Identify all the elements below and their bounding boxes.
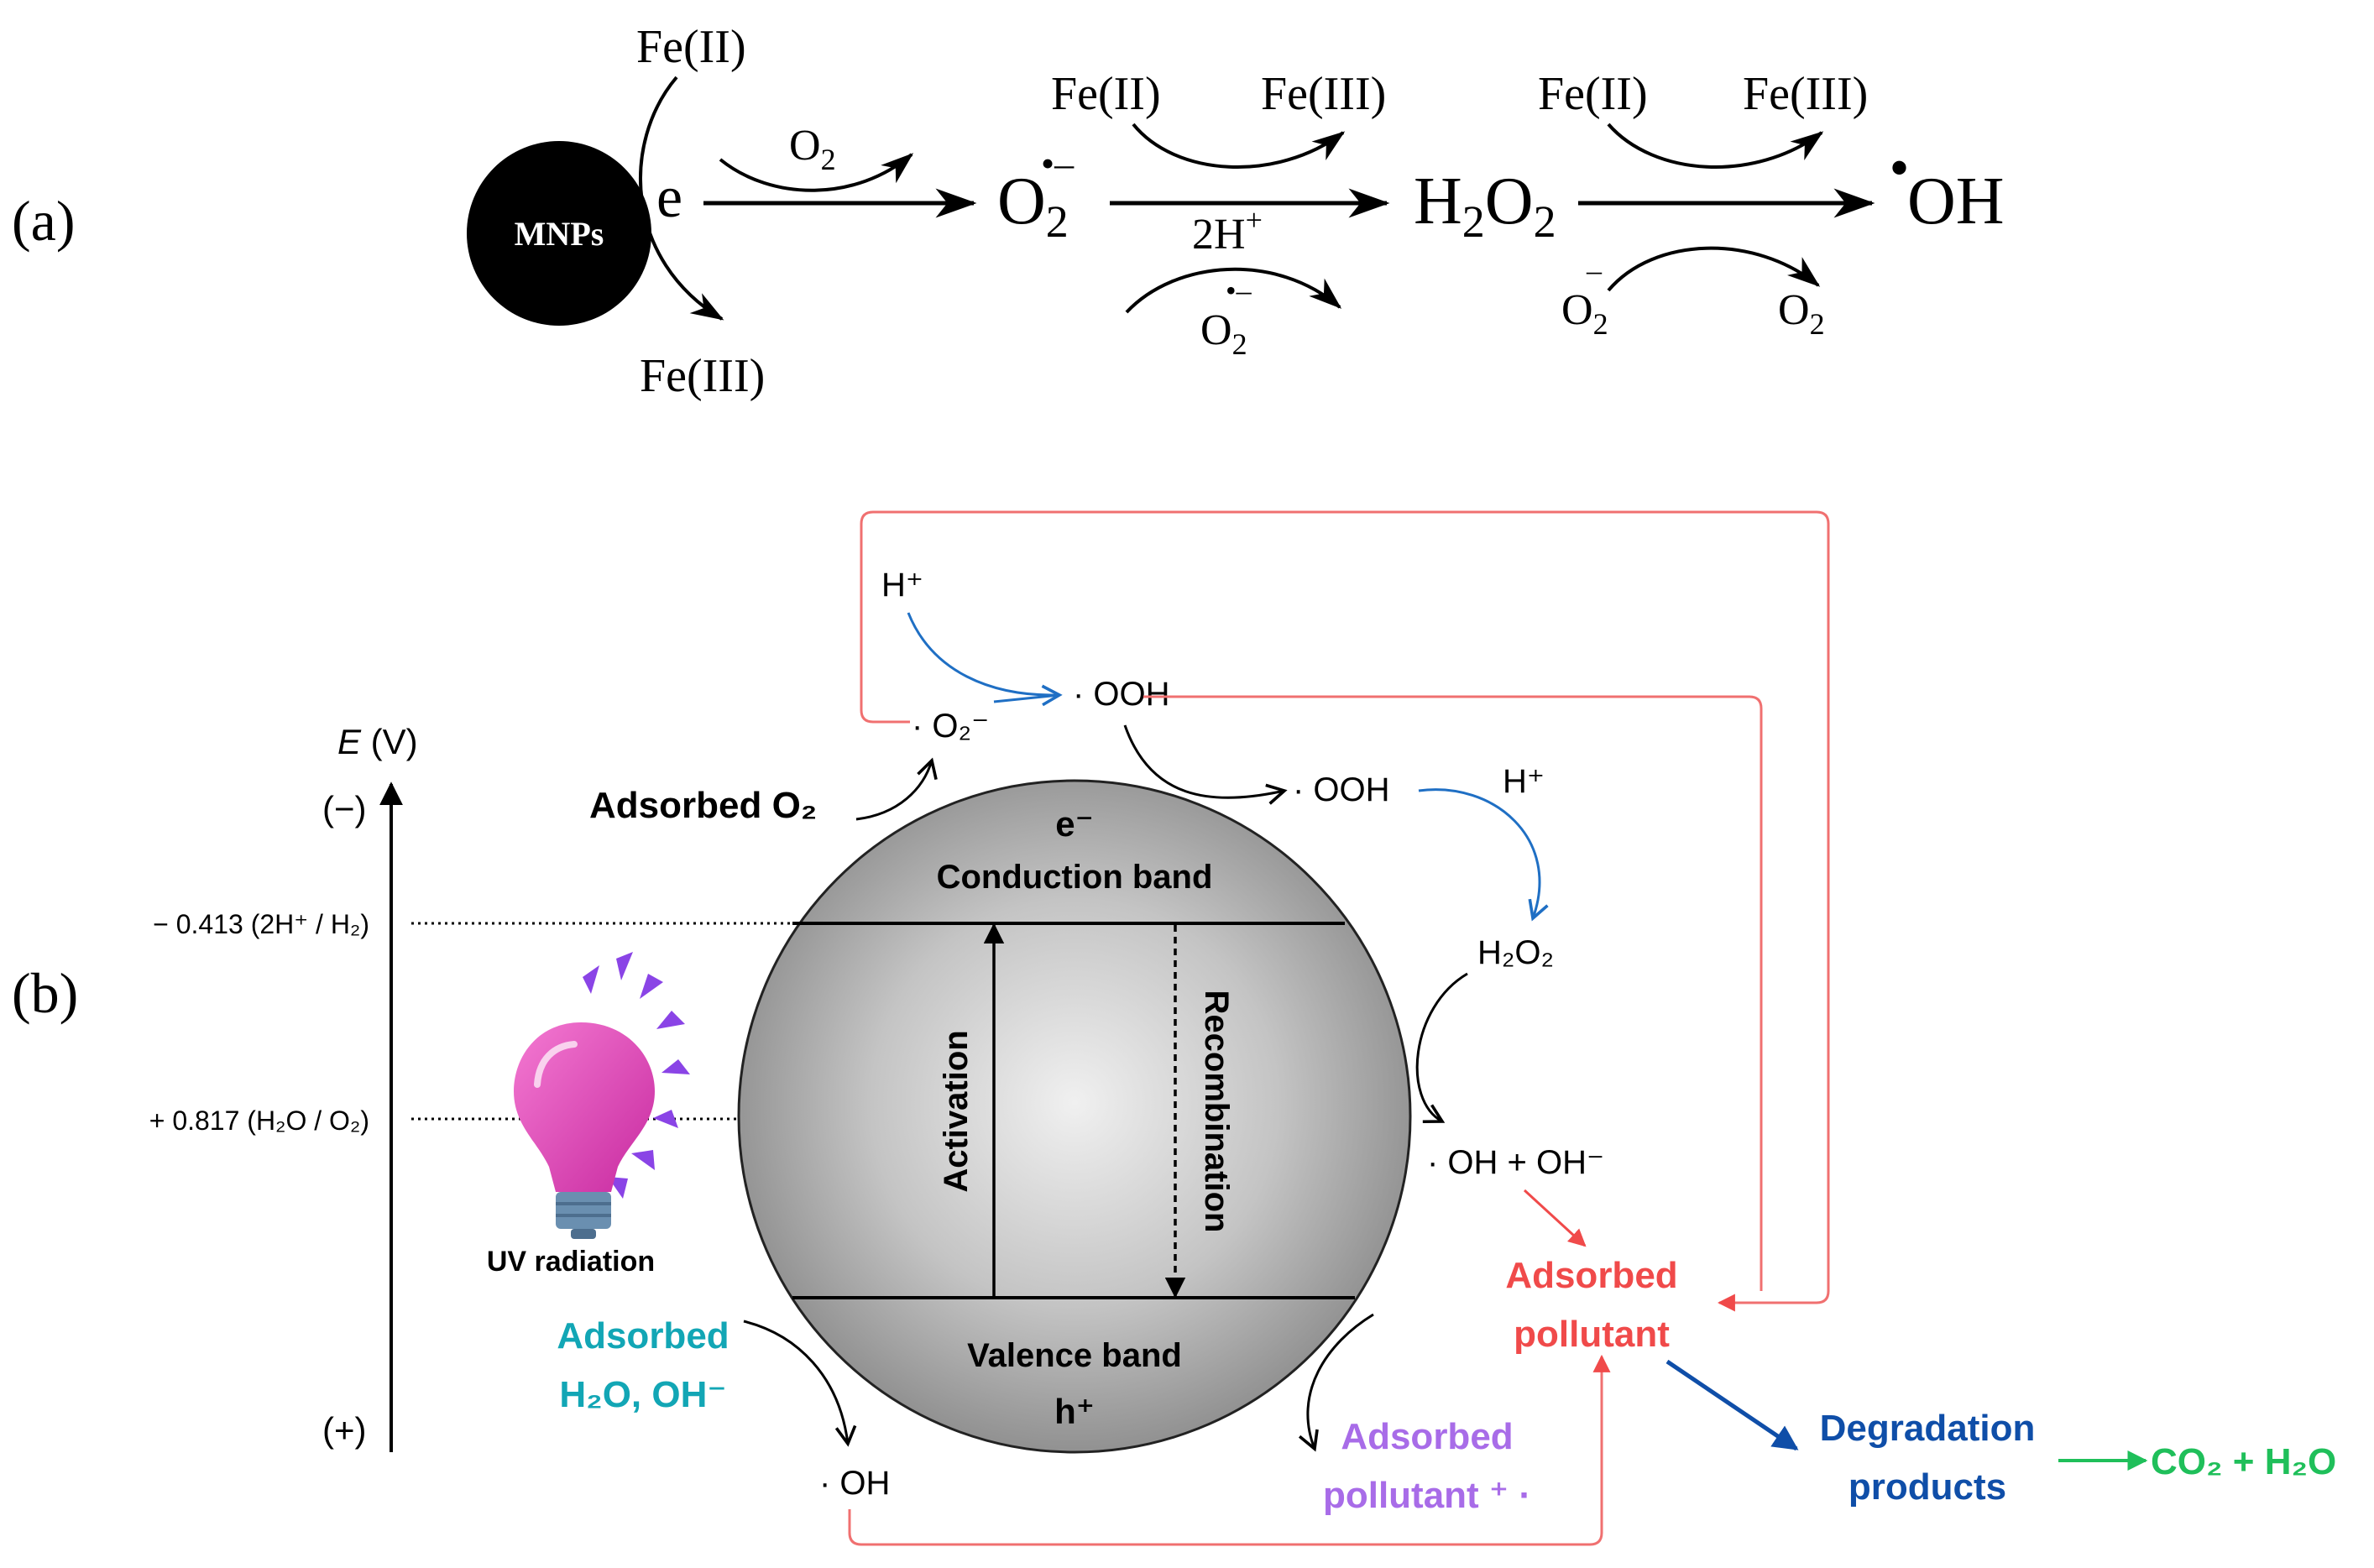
oh-bottom: · OH [819, 1465, 890, 1502]
o2-arc-label: O2 [789, 122, 836, 176]
fe2-top: Fe(II) [636, 21, 746, 73]
superoxide-mid-label: O2 [1200, 306, 1247, 361]
bulb-glass [514, 1022, 655, 1192]
loop-oh-to-pollutant [848, 1354, 1611, 1546]
hole-label: h⁺ [1054, 1392, 1095, 1431]
semiconductor-sphere [737, 779, 1412, 1454]
uv-bulb-icon [514, 952, 690, 1239]
oh-radical-a: OH [1907, 165, 2005, 238]
arrow-oh-to-pollutant [1523, 1189, 1587, 1247]
valence-band-label: Valence band [967, 1337, 1182, 1374]
loop-superoxide-to-pollutant [860, 510, 1830, 1312]
arrow-to-h2o2 [1418, 788, 1549, 922]
conduction-band-label: Conduction band [937, 859, 1213, 896]
arrow-hole-to-cation [1298, 1313, 1374, 1452]
activation-label: Activation [938, 1030, 975, 1192]
superoxide-right-sup: – [1586, 253, 1603, 287]
fe-redox-arc [639, 76, 724, 321]
axis-minus: (−) [322, 789, 367, 828]
ooh-mid: · OOH [1293, 771, 1390, 808]
pollutant-cation-l2: pollutant ⁺ · [1323, 1475, 1531, 1516]
degradation-l1: Degradation [1820, 1408, 2036, 1449]
arrow-h-to-ooh [907, 612, 1063, 707]
superoxide-right-label: O2 [1561, 286, 1608, 341]
degradation-l2: products [1848, 1466, 2006, 1508]
two-h-plus: 2H+ [1192, 203, 1263, 259]
fe3-bottom: Fe(III) [640, 350, 765, 402]
fe2-mid: Fe(II) [1051, 68, 1161, 120]
loop-ooh-to-pollutant [1143, 695, 1763, 1291]
adsorbed-pollutant-l2: pollutant [1514, 1314, 1670, 1355]
adsorbed-water-l2: H₂O, OH⁻ [559, 1374, 726, 1415]
panel-b-label: (b) [12, 961, 78, 1025]
adsorbed-o2: Adsorbed O₂ [589, 785, 817, 826]
superoxide-right-arc [1607, 246, 1821, 292]
level-o2: + 0.817 (H₂O / O₂) [149, 1105, 369, 1136]
superoxide-mid-arc [1125, 267, 1342, 314]
fe3-right: Fe(III) [1743, 68, 1868, 120]
superoxide-b: · O₂⁻ [912, 708, 989, 745]
arrow-h2o2-to-oh [1415, 972, 1468, 1124]
arrow-ooh-to-ooh [1123, 724, 1288, 805]
axis-plus: (+) [322, 1410, 367, 1450]
h-plus-mid: H⁺ [1503, 763, 1545, 800]
mnp-sphere [467, 141, 651, 326]
electron: e [656, 165, 682, 230]
oh-radical-dot: • [1890, 140, 1908, 196]
recombination-label: Recombination [1198, 990, 1235, 1233]
fe3-mid: Fe(III) [1261, 68, 1386, 120]
h2o2-b: H₂O₂ [1477, 934, 1554, 971]
fe-right-arc [1607, 123, 1824, 169]
arrow-superoxide-to-ooh [993, 693, 1060, 703]
fe2-right: Fe(II) [1538, 68, 1648, 120]
arrow-o2-adsorb [855, 757, 938, 821]
superoxide-a-sup: •– [1041, 142, 1075, 185]
mnp-label: MNPs [515, 215, 604, 253]
o2-right-label: O2 [1778, 286, 1825, 341]
o2-arc [719, 153, 914, 192]
h2o2-a: H2O2 [1414, 165, 1556, 247]
electron-label: e⁻ [1055, 804, 1094, 844]
uv-label: UV radiation [487, 1246, 655, 1278]
bulb-base [556, 1192, 611, 1229]
adsorbed-water-l1: Adsorbed [557, 1315, 729, 1356]
oh-ohminus: · OH + OH⁻ [1427, 1144, 1604, 1181]
superoxide-a: O2 [997, 165, 1069, 247]
panel-b: (b) E (V) (−) (+) − 0.413 (2H⁺ / H₂) + 0… [12, 510, 2336, 1546]
ooh-top: · OOH [1073, 676, 1170, 713]
h-plus-top: H⁺ [881, 567, 923, 604]
superoxide-mid-sup: •– [1226, 274, 1252, 307]
level-h2: − 0.413 (2H⁺ / H₂) [153, 909, 369, 939]
axis-title: E (V) [337, 722, 418, 761]
arrow-to-degradation [1665, 1359, 1799, 1451]
pollutant-cation-l1: Adsorbed [1341, 1416, 1513, 1457]
panel-a: (a) MNPs Fe(II) Fe(III) e O2 O2 •– Fe(II… [12, 21, 2005, 402]
final-products: CO₂ + H₂O [2151, 1441, 2336, 1482]
adsorbed-pollutant-l1: Adsorbed [1505, 1255, 1677, 1296]
panel-a-label: (a) [12, 189, 75, 253]
fe-mid-arc [1132, 123, 1346, 169]
arrow-water-to-oh [743, 1320, 857, 1447]
